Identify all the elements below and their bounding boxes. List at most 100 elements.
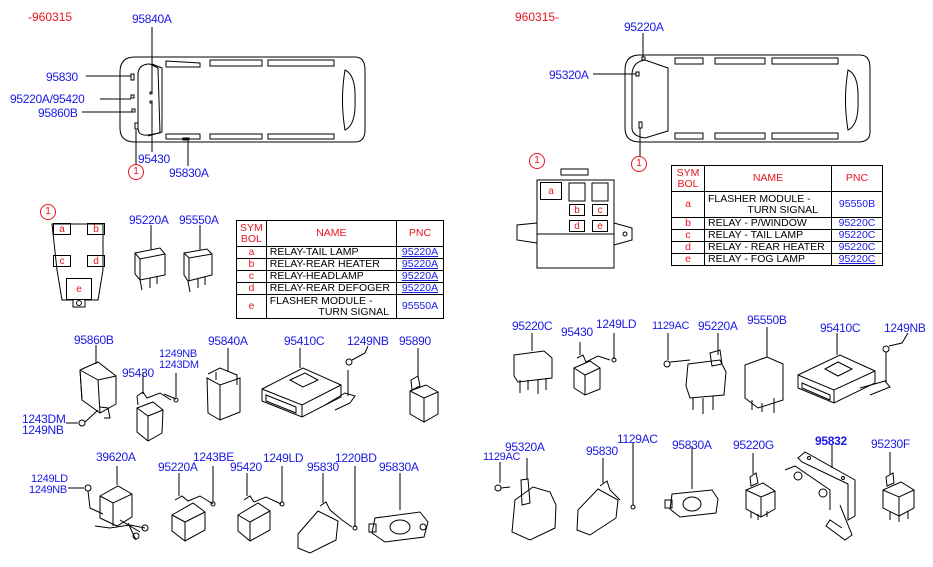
callout-95220A-right[interactable]: 95220A (624, 20, 664, 34)
part-95220A-left-bottom (171, 466, 216, 542)
row-symbol: c (671, 229, 705, 242)
row-name-line1: FLASHER MODULE - (269, 294, 373, 307)
part-label-95410C[interactable]: 95410C (284, 334, 325, 348)
row-pnc-link[interactable]: 95220C (831, 253, 883, 266)
part-label-95220A-b[interactable]: 95220A (158, 460, 198, 474)
detail-ref-marker-right[interactable]: 1 (631, 156, 647, 172)
row-name: RELAY-HEADLAMP (265, 270, 398, 283)
part-label-95830[interactable]: 95830 (307, 460, 339, 474)
part-label-1249NB[interactable]: 1249NB (159, 348, 197, 360)
detail-ref-marker[interactable]: 1 (128, 164, 144, 180)
part-95410C-right (797, 332, 909, 404)
part-95860B-left (66, 345, 117, 427)
row-pnc-link[interactable]: 95220A (396, 246, 444, 259)
part-label-95840A[interactable]: 95840A (208, 334, 248, 348)
part-label-1129AC[interactable]: 1129AC (652, 320, 690, 332)
callout-95430[interactable]: 95430 (138, 152, 170, 166)
callout-95830[interactable]: 95830 (46, 70, 78, 84)
part-label-1249NB-b[interactable]: 1249NB (22, 423, 64, 437)
callout-95320A-right[interactable]: 95320A (549, 68, 589, 82)
row-name-line2: TURN SIGNAL (747, 203, 818, 216)
callout-95840A[interactable]: 95840A (132, 12, 172, 26)
slot-c: c (53, 255, 71, 267)
row-symbol: d (236, 282, 267, 295)
part-label-1249LD-right[interactable]: 1249LD (596, 317, 637, 331)
slot-d-right: d (569, 220, 585, 232)
junction-block-right (516, 168, 633, 269)
row-name: RELAY-REAR DEFOGER (265, 282, 398, 295)
row-pnc-link[interactable]: 95550B (831, 191, 883, 218)
row-name: RELAY - TAIL LAMP (704, 229, 832, 242)
vehicle-outline-left (82, 27, 366, 166)
callout-95860B[interactable]: 95860B (38, 106, 78, 120)
part-label-95430-right[interactable]: 95430 (561, 325, 593, 339)
part-label-95830A-right[interactable]: 95830A (672, 438, 712, 452)
row-pnc-link[interactable]: 95220C (831, 241, 883, 254)
part-label-95410C-right[interactable]: 95410C (820, 321, 861, 335)
part-label-1249NB-right[interactable]: 1249NB (884, 321, 926, 335)
row-pnc-link[interactable]: 95220A (396, 282, 444, 295)
part-95220G-right (745, 453, 776, 520)
part-label-95420[interactable]: 95420 (230, 460, 262, 474)
junction-block-left (51, 223, 104, 308)
slot-e-right: e (592, 220, 608, 232)
part-95830-right (576, 443, 636, 536)
row-pnc-link[interactable]: 95220A (396, 258, 444, 271)
part-label-1243DM[interactable]: 1243DM (159, 359, 199, 371)
part-label-1249LD-b[interactable]: 1249LD (263, 451, 304, 465)
part-label-95320A[interactable]: 95320A (505, 440, 545, 454)
junction-block-ref-marker-right: 1 (529, 153, 545, 169)
part-label-95830A[interactable]: 95830A (379, 460, 419, 474)
part-95830-left (297, 466, 358, 554)
part-label-1243BE[interactable]: 1243BE (193, 450, 234, 464)
slot-d: d (87, 255, 105, 267)
part-label-95230F[interactable]: 95230F (871, 437, 910, 451)
part-label-95550A[interactable]: 95550A (179, 213, 219, 227)
part-95410C-left (261, 345, 369, 418)
part-label-95220A-right[interactable]: 95220A (698, 319, 738, 333)
part-label-95890[interactable]: 95890 (399, 334, 431, 348)
part-label-1129AC-b[interactable]: 1129AC (483, 451, 521, 463)
callout-95830A[interactable]: 95830A (169, 166, 209, 180)
row-pnc-link[interactable]: 95550A (396, 294, 444, 319)
row-symbol: b (671, 217, 705, 230)
row-symbol: e (671, 253, 705, 266)
part-label-95832[interactable]: 95832 (815, 434, 847, 448)
callout-95220A-95420[interactable]: 95220A/95420 (10, 92, 85, 106)
part-39620A-left (68, 466, 149, 541)
part-label-95220C[interactable]: 95220C (512, 319, 553, 333)
row-pnc-link[interactable]: 95220C (831, 229, 883, 242)
slot-a: a (53, 223, 71, 235)
row-pnc-link[interactable]: 95220A (396, 270, 444, 283)
part-label-95550B[interactable]: 95550B (747, 313, 787, 327)
part-95220A-right (663, 333, 727, 414)
part-label-1249LD[interactable]: 1249LD (31, 473, 68, 485)
part-label-1220BD[interactable]: 1220BD (335, 451, 377, 465)
part-label-1249NB-d[interactable]: 1249NB (29, 484, 67, 496)
part-label-95830-right[interactable]: 95830 (586, 444, 618, 458)
part-label-1243DM-b[interactable]: 1243DM (22, 412, 66, 426)
part-label-95220G[interactable]: 95220G (733, 438, 774, 452)
part-label-39620A[interactable]: 39620A (96, 450, 136, 464)
part-label-95860B[interactable]: 95860B (74, 333, 114, 347)
part-label-95220A[interactable]: 95220A (129, 213, 169, 227)
row-pnc-link[interactable]: 95220C (831, 217, 883, 230)
part-95890-left (409, 348, 439, 423)
part-label-1249NB-c[interactable]: 1249NB (347, 334, 389, 348)
part-95430-right (573, 333, 617, 396)
slot-c-right: c (592, 204, 608, 216)
relay-95220A-left (134, 225, 166, 291)
row-name: RELAY-TAIL LAMP (265, 246, 398, 259)
part-label-1129AC-c[interactable]: 1129AC (617, 432, 658, 446)
part-label-95430[interactable]: 95430 (122, 366, 154, 380)
